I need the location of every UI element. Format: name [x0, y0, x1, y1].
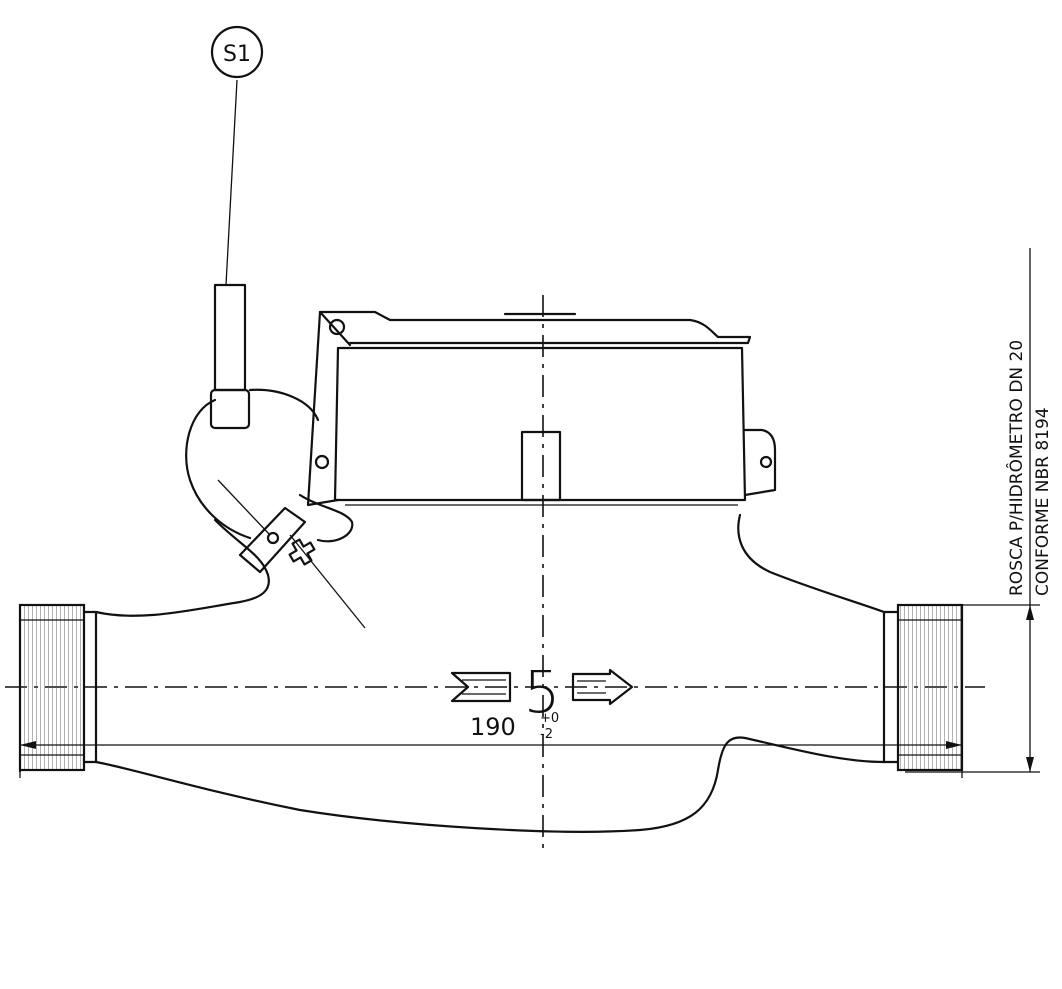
flow-arrow-right: [571, 668, 634, 706]
callout-label: S1: [223, 42, 251, 67]
thread-note-line1: ROSCA P/HIDRÔMETRO DN 20: [1005, 340, 1027, 596]
antenna: [213, 283, 247, 392]
flow-arrow-left: [450, 671, 512, 703]
body-outline-bottom: [94, 736, 886, 833]
callout-bubble: [210, 25, 264, 79]
hinge-bracket: [306, 310, 352, 507]
thread-note-line2: CONFORME NBR 8194: [1033, 407, 1053, 596]
seal-clamp: [238, 506, 307, 574]
register-window: [520, 430, 562, 502]
length-tol-lower: -2: [540, 727, 553, 742]
seal-cross: [288, 538, 316, 566]
length-value: 190: [470, 713, 516, 741]
register-housing: [333, 346, 747, 502]
flow-number: 5: [524, 658, 561, 726]
cover-lid: [318, 310, 752, 345]
length-tol-upper: +0: [540, 711, 559, 726]
sensor-module: [185, 388, 320, 540]
right-lug: [743, 428, 777, 497]
body-outline-top: [94, 518, 270, 617]
